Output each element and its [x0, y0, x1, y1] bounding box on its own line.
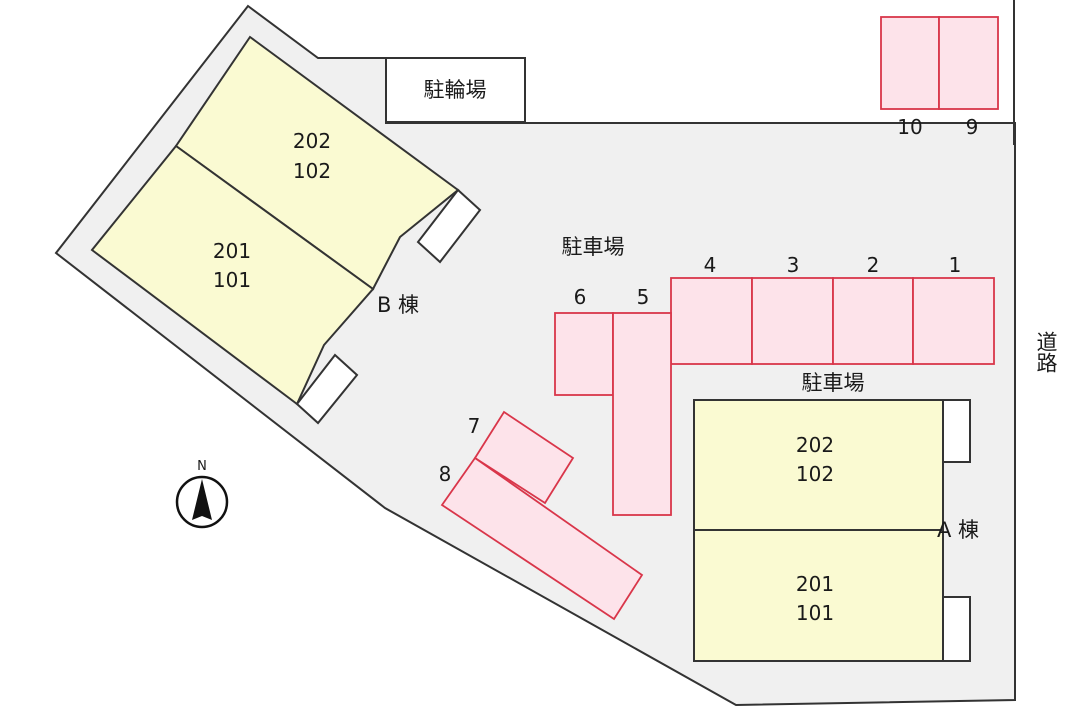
building-a-unit-201: 201 — [796, 572, 834, 596]
building-b-balcony-lower — [295, 353, 359, 425]
building-b-unit-202: 202 — [293, 129, 331, 153]
parking-number-3: 3 — [787, 253, 800, 277]
parking-space-4 — [670, 277, 753, 365]
parking-label-top: 駐車場 — [562, 235, 625, 259]
north-letter: N — [197, 459, 207, 474]
building-a-balcony-upper — [942, 399, 971, 463]
parking-number-9: 9 — [966, 115, 979, 139]
building-b-unit-102: 102 — [293, 159, 331, 183]
parking-number-10: 10 — [897, 115, 922, 139]
parking-number-1: 1 — [949, 253, 962, 277]
parking-space-1 — [912, 277, 995, 365]
parking-space-10 — [880, 16, 940, 110]
parking-space-8 — [440, 456, 644, 621]
road-label: 道路 — [1034, 331, 1058, 373]
building-a-unit-101: 101 — [796, 601, 834, 625]
building-a — [693, 399, 971, 662]
parking-space-3 — [751, 277, 834, 365]
parking-number-4: 4 — [704, 253, 717, 277]
parking-space-5 — [612, 312, 672, 516]
building-a-upper — [693, 399, 944, 531]
building-b-unit-201: 201 — [213, 239, 251, 263]
parking-space-6 — [554, 312, 614, 396]
parking-number-7: 7 — [468, 414, 481, 438]
building-a-label: A 棟 — [937, 518, 979, 542]
building-a-unit-102: 102 — [796, 462, 834, 486]
parking-space-7 — [473, 410, 575, 505]
building-b — [90, 35, 482, 425]
parking-number-6: 6 — [574, 285, 587, 309]
road-strip — [1016, 145, 1080, 720]
building-b-upper — [174, 35, 460, 291]
parking-space-9 — [938, 16, 999, 110]
parking-label-mid: 駐車場 — [802, 371, 865, 395]
bicycle-parking-label: 駐輪場 — [424, 78, 487, 102]
building-b-unit-101: 101 — [213, 268, 251, 292]
parking-row-1-4 — [670, 277, 995, 365]
building-b-label: B 棟 — [377, 293, 419, 317]
building-a-lower — [693, 529, 944, 662]
building-b-lower — [90, 144, 375, 406]
parking-number-2: 2 — [867, 253, 880, 277]
parking-space-2 — [832, 277, 914, 365]
north-arrow-icon: N — [175, 459, 229, 529]
parking-number-5: 5 — [637, 285, 650, 309]
building-a-unit-202: 202 — [796, 433, 834, 457]
bicycle-parking — [385, 57, 526, 123]
parking-number-8: 8 — [439, 462, 452, 486]
building-b-balcony-upper — [416, 188, 482, 264]
building-a-balcony-lower — [942, 596, 971, 662]
